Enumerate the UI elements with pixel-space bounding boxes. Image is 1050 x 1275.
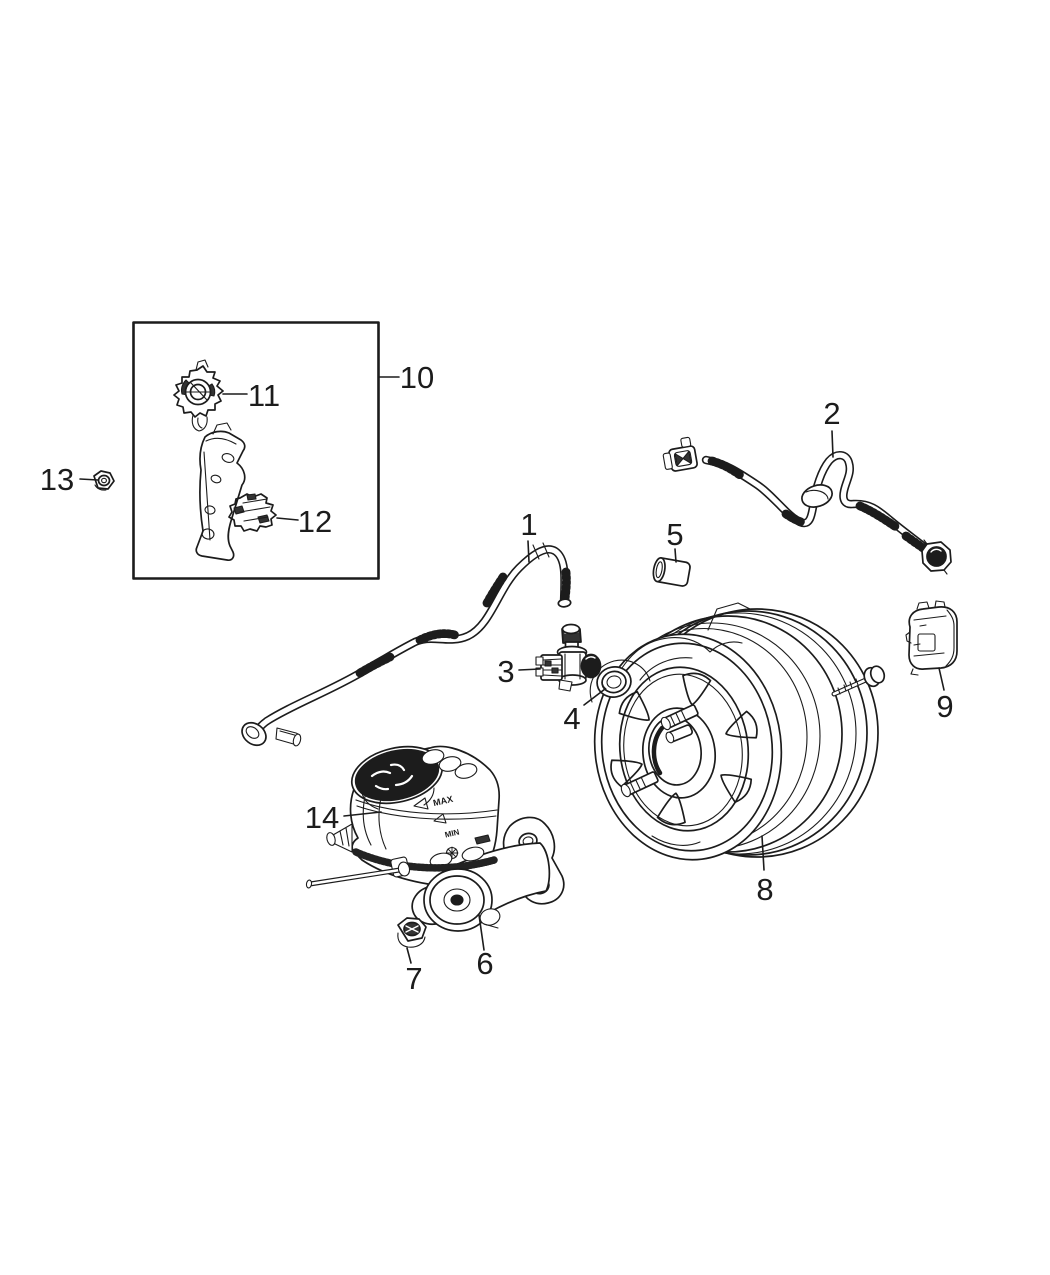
callout-5[interactable]: 5 (666, 517, 684, 563)
callout-1-label: 1 (520, 507, 537, 542)
callout-6-label: 6 (476, 946, 493, 981)
callout-13[interactable]: 13 (40, 462, 99, 497)
leader-line (583, 688, 606, 706)
callout-1[interactable]: 1 (520, 507, 538, 563)
part-10-retainer-kit-box (132, 321, 380, 580)
leader-line (406, 947, 412, 964)
part-5-cap (652, 557, 691, 587)
leader-line (831, 430, 834, 458)
callout-12[interactable]: 12 (276, 504, 332, 539)
callout-2-label: 2 (823, 396, 840, 431)
leader-line (478, 914, 485, 951)
callout-9[interactable]: 9 (936, 667, 954, 724)
callout-4-label: 4 (563, 701, 580, 736)
callout-3[interactable]: 3 (497, 654, 541, 689)
leader-line (343, 811, 382, 817)
callout-8-label: 8 (756, 872, 773, 907)
callout-12-label: 12 (298, 504, 332, 539)
callout-5-label: 5 (666, 517, 683, 552)
bracket (195, 422, 246, 561)
part-2-vacuum-hose (662, 436, 952, 575)
callout-3-label: 3 (497, 654, 514, 689)
callout-7-label: 7 (405, 961, 422, 996)
part-9-retainer (905, 600, 958, 676)
callout-4[interactable]: 4 (563, 688, 606, 736)
part-11-retainer-clip (173, 359, 224, 432)
leader-line (527, 540, 530, 563)
leader-line (674, 548, 677, 563)
leader-line (761, 835, 765, 871)
callout-7[interactable]: 7 (405, 947, 423, 996)
callout-8[interactable]: 8 (756, 835, 774, 907)
part-14-reservoir: MAX MIN (326, 745, 501, 886)
callout-9-label: 9 (936, 689, 953, 724)
callout-11-label: 11 (248, 378, 280, 413)
part-6-master-cylinder (305, 816, 565, 932)
part-1-vacuum-hose (241, 542, 572, 747)
booster-stud-upper (660, 704, 699, 731)
part-8-brake-booster (593, 602, 886, 861)
leader-line (518, 668, 541, 671)
part-7-nut (397, 917, 427, 948)
reservoir-clamp-band (352, 848, 498, 872)
leader-line (276, 517, 299, 521)
booster-stud-lower (620, 771, 659, 798)
callout-10[interactable]: 10 (378, 360, 434, 395)
booster-pushrod (665, 724, 694, 744)
leader-line (938, 667, 945, 691)
hose-connector-front (662, 436, 698, 472)
callout-14[interactable]: 14 (305, 800, 382, 835)
leader-line (79, 478, 99, 481)
callout-10-label: 10 (400, 360, 434, 395)
reservoir-roll-pin (305, 856, 411, 889)
part-3-check-valve (535, 623, 602, 692)
booster-mounting-bolt (831, 665, 886, 697)
callout-13-label: 13 (40, 462, 74, 497)
callout-6[interactable]: 6 (476, 914, 494, 981)
reservoir-min-marking: MIN (444, 827, 461, 839)
reservoir-max-marking: MAX (432, 794, 454, 808)
reservoir-hose-barb (326, 823, 353, 853)
callout-11[interactable]: 11 (222, 378, 280, 413)
part-12-retainer-clip (228, 493, 277, 532)
callout-14-label: 14 (305, 800, 339, 835)
callout-2[interactable]: 2 (823, 396, 841, 458)
hose-connector-rear (921, 539, 952, 575)
